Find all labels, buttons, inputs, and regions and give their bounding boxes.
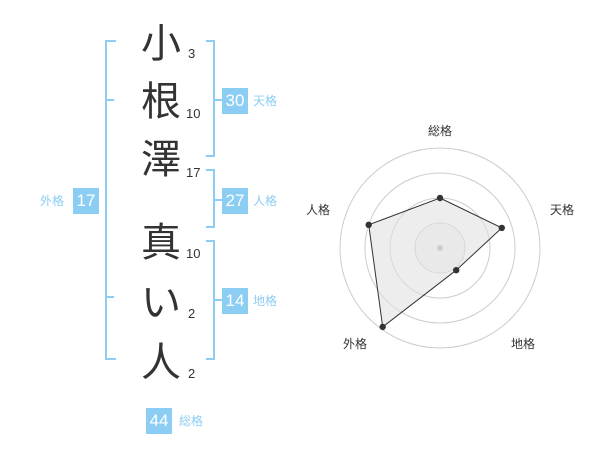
stroke-count-2: 10 xyxy=(186,106,201,121)
name-char-6: 人 xyxy=(141,340,181,386)
tenkaku-value: 30 xyxy=(222,88,248,114)
name-char-4: 真 xyxy=(141,220,181,266)
gaikaku-value: 17 xyxy=(73,188,99,214)
radar-point-1 xyxy=(498,224,505,232)
radar-point-3 xyxy=(379,323,386,331)
radar-point-2 xyxy=(453,267,460,274)
stroke-count-5: 2 xyxy=(188,306,196,321)
radar-axis-label-jinkaku: 人格 xyxy=(306,203,331,217)
radar-axis-label-chikaku: 地格 xyxy=(511,337,536,351)
radar-axis-label-tenkaku: 天格 xyxy=(550,203,575,217)
chikaku-label: 地格 xyxy=(253,294,278,308)
radar-point-0 xyxy=(436,194,444,202)
jinkaku-bracket xyxy=(206,169,215,228)
radar-axis-label-gaikaku: 外格 xyxy=(343,337,368,351)
name-char-3: 澤 xyxy=(141,137,181,183)
name-char-2: 根 xyxy=(141,79,181,125)
gaikaku-label: 外格 xyxy=(40,194,65,208)
stroke-count-6: 2 xyxy=(188,366,196,381)
radar-center-dot xyxy=(437,245,443,251)
radar-ring-3 xyxy=(364,172,516,324)
name-char-5: い xyxy=(141,280,181,326)
stroke-count-4: 10 xyxy=(186,246,201,261)
name-char-1: 小 xyxy=(141,21,181,67)
radar-axis-label-soukaku: 総格 xyxy=(428,124,453,138)
soukaku-value: 44 xyxy=(146,408,172,434)
jinkaku-value: 27 xyxy=(222,188,248,214)
jinkaku-label: 人格 xyxy=(253,194,278,208)
soukaku-label: 総格 xyxy=(179,414,204,428)
stroke-count-3: 17 xyxy=(186,165,201,180)
radar-point-4 xyxy=(365,221,372,228)
tenkaku-bracket xyxy=(206,40,215,157)
chikaku-value: 14 xyxy=(222,288,248,314)
radar-ring-4 xyxy=(339,147,541,349)
stroke-count-1: 3 xyxy=(188,46,196,61)
gaikaku-bracket xyxy=(105,40,116,360)
radar-data-polygon xyxy=(368,197,503,328)
tenkaku-label: 天格 xyxy=(253,94,278,108)
